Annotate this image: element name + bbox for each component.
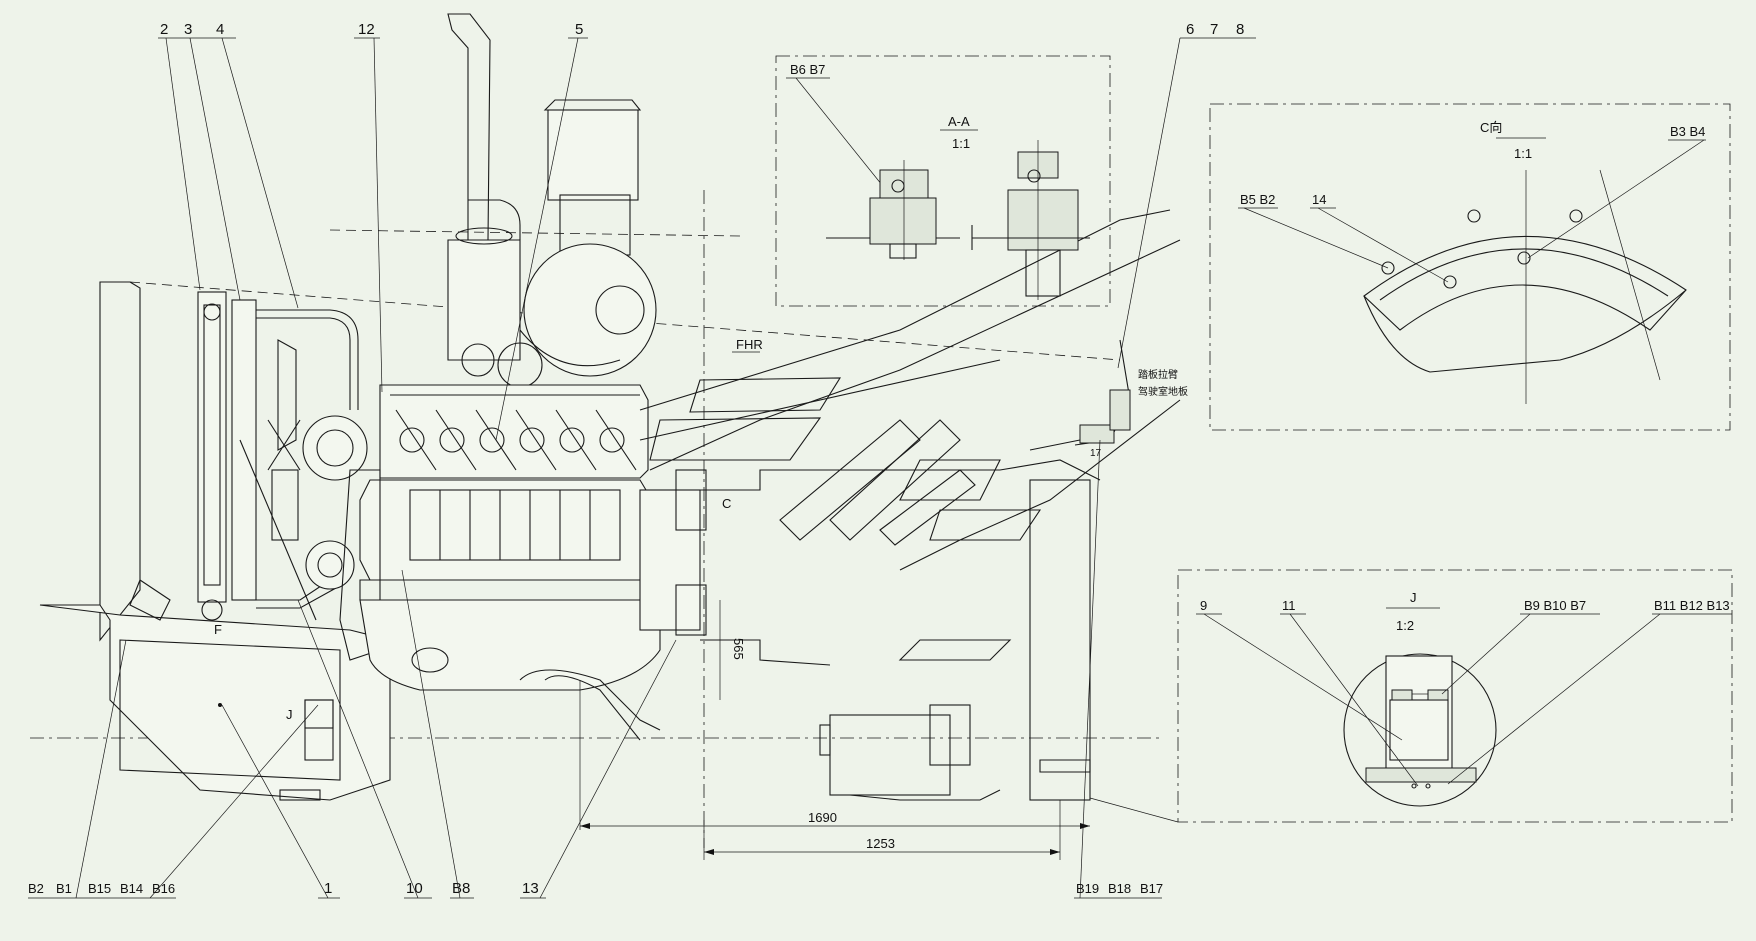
callout-b17: B17 [1140, 881, 1163, 896]
dim-565-label: 565 [731, 638, 746, 660]
f-marker: F [214, 622, 222, 637]
j-marker: J [286, 707, 293, 722]
callout-13: 13 [522, 880, 539, 897]
callout-12: 12 [358, 21, 375, 38]
section-aa-title: A-A [948, 114, 970, 129]
callout-b1: B1 [56, 881, 72, 896]
radiator [99, 281, 359, 642]
callout-b2: B2 [28, 881, 44, 896]
callout-4: 4 [216, 21, 224, 38]
callouts-bottom: B2 B1 B15 B14 B16 1 10 B8 13 B19 B18 B17 [28, 439, 1163, 899]
callout-2: 2 [160, 21, 168, 38]
callout-b14: B14 [120, 881, 143, 896]
callout-b19: B19 [1076, 881, 1099, 896]
dim-1253-label: 1253 [866, 836, 895, 851]
view-j-callout-b11-b12-b13: B11 B12 B13 [1654, 598, 1730, 613]
view-c-callout-b5-b2: B5 B2 [1240, 192, 1275, 207]
view-j-callout-b9-b10-b7: B9 B10 B7 [1524, 598, 1586, 613]
section-aa-scale: 1:1 [952, 136, 970, 151]
dim-17-label: 17 [1090, 448, 1102, 459]
fuel-tank [39, 579, 391, 801]
view-j-title: J [1410, 590, 1417, 605]
callout-1: 1 [324, 880, 332, 897]
section-aa-view: A-A 1:1 B6 B7 [775, 55, 1111, 307]
note-pedal-arm: 踏板拉臂 [1138, 368, 1178, 381]
callout-b18: B18 [1108, 881, 1131, 896]
callouts-top: 2 3 4 12 5 6 7 8 [158, 21, 1256, 441]
engine-block [302, 13, 707, 691]
view-c-scale: 1:1 [1514, 146, 1532, 161]
view-j: J 1:2 9 11 B9 B10 B7 B11 B12 B13 [1177, 569, 1733, 823]
view-j-callout-9: 9 [1200, 598, 1207, 613]
callout-8: 8 [1236, 21, 1244, 38]
fhr-label: FHR [736, 337, 763, 352]
dimension-1690: 1690 [580, 810, 1090, 829]
view-c-callout-14: 14 [1312, 192, 1326, 207]
dimension-565: 565 [719, 600, 746, 700]
driveline [519, 209, 1181, 860]
view-j-scale: 1:2 [1396, 618, 1414, 633]
view-j-callout-11: 11 [1282, 598, 1296, 613]
dim-1690-label: 1690 [808, 810, 837, 825]
section-aa-callout: B6 B7 [790, 62, 825, 77]
callout-b8: B8 [452, 880, 470, 897]
callout-b16: B16 [152, 881, 175, 896]
note-cab-floor: 驾驶室地板 [1138, 385, 1188, 398]
view-c-title: C向 [1480, 120, 1502, 135]
callout-7: 7 [1210, 21, 1218, 38]
view-c: C向 1:1 B5 B2 14 B3 B4 [1209, 103, 1731, 431]
c-marker: C [722, 496, 731, 511]
callout-3: 3 [184, 21, 192, 38]
view-c-callout-b3-b4: B3 B4 [1670, 124, 1705, 139]
callout-b15: B15 [88, 881, 111, 896]
dimension-1253: 1253 [704, 836, 1060, 855]
callout-5: 5 [575, 21, 583, 38]
callout-6: 6 [1186, 21, 1194, 38]
